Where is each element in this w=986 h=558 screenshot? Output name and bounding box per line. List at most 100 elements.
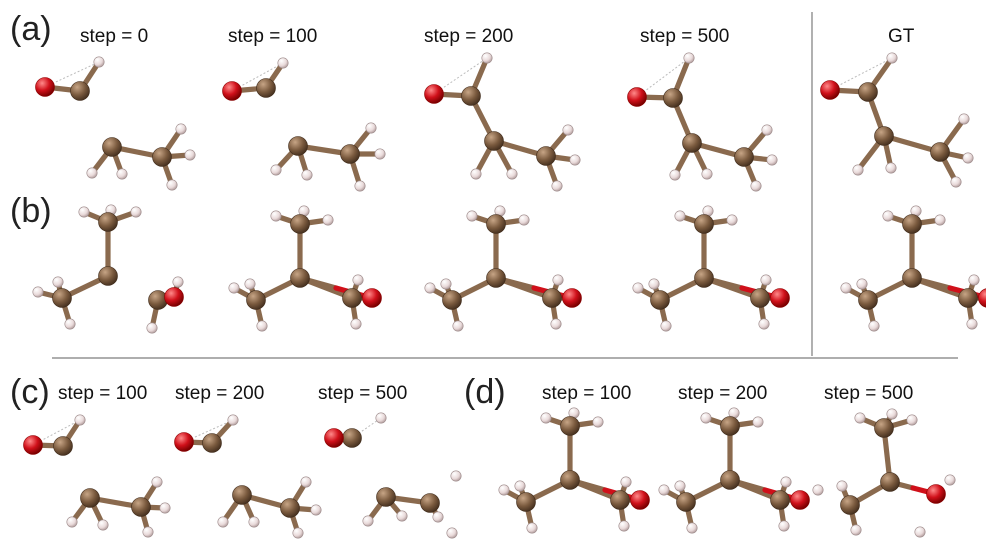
hydrogen-atom [175,123,187,135]
panel-label-d: (d) [464,373,506,411]
oxygen-atom [926,484,946,504]
molecule-b-step200 [424,205,582,332]
carbon-atom [246,290,266,310]
carbon-atom [902,268,922,288]
oxygen-atom [424,84,444,104]
hydrogen-atom [375,412,387,424]
hydrogen-atom [569,154,581,166]
hydrogen-atom [658,484,670,496]
hydrogen-atom [142,526,154,538]
carbon-atom [542,288,562,308]
hydrogen-atom [217,516,229,528]
carbon-atom [840,495,860,515]
hydrogen-atom [958,113,970,125]
molecule-d-step200 [658,407,810,534]
hydrogen-atom [151,476,163,488]
molecule-d-step500-fragmented [812,408,956,538]
hydrogen-atom [301,169,313,181]
hydrogen-atom [726,214,738,226]
hydrogen-atom [914,526,926,538]
carbon-atom [694,268,714,288]
molecule-a-step0-ethyl [86,123,196,191]
molecule-renders [23,52,986,539]
oxygen-atom [222,81,242,101]
hydrogen-atom [934,214,946,226]
hydrogen-atom [270,164,282,176]
hydrogen-atom [766,154,778,166]
hydrogen-atom [850,524,862,536]
hydrogen-atom [686,522,698,534]
molecule-c-step500-ethyl [362,470,462,539]
hydrogen-atom [551,180,563,192]
carbon-atom [461,86,481,106]
hydrogen-atom [227,414,239,426]
carbon-atom [376,487,396,507]
carbon-atom [560,416,580,436]
oxygen-atom [978,288,986,308]
hydrogen-atom [277,57,289,69]
molecule-b-step500 [632,205,790,332]
hydrogen-atom [950,176,962,188]
carbon-atom [70,81,90,101]
column-label: step = 0 [80,26,148,47]
carbon-atom [902,214,922,234]
oxygen-atom [35,77,55,97]
carbon-atom [663,88,683,108]
carbon-atom [280,498,300,518]
carbon-atom [484,131,504,151]
hydrogen-atom [506,168,518,180]
hydrogen-atom [270,210,282,222]
hydrogen-atom [758,318,770,330]
hydrogen-atom [592,416,604,428]
hydrogen-atom [836,480,848,492]
hydrogen-atom [365,122,377,134]
carbon-atom [290,214,310,234]
hydrogen-atom [968,274,980,286]
hydrogen-atom [518,214,530,226]
carbon-atom [874,418,894,438]
hydrogen-atom [66,516,78,528]
carbon-atom [958,288,978,308]
carbon-atom [770,490,790,510]
hydrogen-atom [701,168,713,180]
hydrogen-atom [962,152,974,164]
hydrogen-atom [778,520,790,532]
hydrogen-atom [446,527,458,539]
hydrogen-atom [228,282,240,294]
panel-label-a: (a) [10,10,52,48]
hydrogen-atom [886,52,898,64]
hydrogen-atom [906,414,918,426]
hydrogen-atom [64,318,76,330]
panel-label-c: (c) [10,373,50,411]
hydrogen-atom [248,516,260,528]
column-label: step = 500 [318,383,407,404]
hydrogen-atom [852,164,864,176]
carbon-atom [858,82,878,102]
hydrogen-atom [674,210,686,222]
carbon-atom [750,288,770,308]
hydrogen-atom [562,124,574,136]
carbon-atom [148,290,168,310]
hydrogen-atom [882,210,894,222]
carbon-atom [202,433,222,453]
carbon-atom [256,78,276,98]
carbon-atom [486,268,506,288]
carbon-atom [516,492,536,512]
column-label: step = 500 [824,383,913,404]
oxygen-atom [630,490,650,510]
hydrogen-atom [481,52,493,64]
hydrogen-atom [514,480,526,492]
hydrogen-atom [350,318,362,330]
hydrogen-atom [761,124,773,136]
hydrogen-atom [322,214,334,226]
carbon-atom [610,490,630,510]
carbon-atom [682,133,702,153]
panel-label-b: (b) [10,192,52,230]
oxygen-atom [324,428,344,448]
carbon-atom [734,147,754,167]
hydrogen-atom [526,522,538,534]
column-label: step = 100 [542,383,631,404]
carbon-atom [676,492,696,512]
hydrogen-atom [470,168,482,180]
hydrogen-atom [146,322,158,334]
